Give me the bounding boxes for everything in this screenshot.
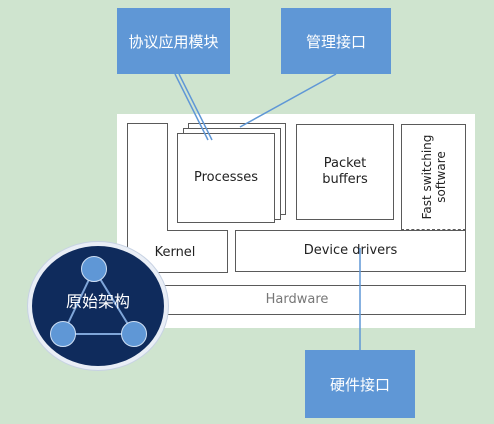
- processes-label: Processes: [193, 170, 259, 185]
- hardware-interface-label: 硬件接口: [329, 375, 390, 394]
- management-interface-label: 管理接口: [305, 32, 366, 51]
- protocol-module-label: 协议应用模块: [128, 32, 219, 51]
- processes-box: Processes: [177, 133, 275, 223]
- fast-switching-box: Fast switching software: [401, 124, 466, 230]
- triangle-network-icon: [61, 266, 136, 335]
- kernel-label: Kernel: [154, 245, 196, 260]
- network-node-top-icon: [81, 256, 107, 282]
- device-drivers-label: Device drivers: [303, 243, 398, 258]
- packet-buffers-box: Packet buffers: [296, 124, 394, 220]
- management-interface-callout: 管理接口: [281, 8, 391, 74]
- device-drivers-box: Device drivers: [235, 230, 466, 272]
- network-node-left-icon: [50, 321, 76, 347]
- protocol-connector-2: [178, 73, 213, 141]
- hardware-label: Hardware: [265, 292, 329, 307]
- hardware-interface-callout: 硬件接口: [305, 350, 415, 418]
- packet-buffers-line2: buffers: [322, 172, 368, 187]
- management-connector: [239, 73, 337, 128]
- hardware-box: Hardware: [128, 285, 466, 315]
- badge-label: 原始架构: [65, 292, 130, 311]
- packet-buffers-line1: Packet: [323, 156, 367, 171]
- network-node-right-icon: [121, 321, 147, 347]
- protocol-module-callout: 协议应用模块: [117, 8, 230, 74]
- protocol-connector: [174, 73, 209, 141]
